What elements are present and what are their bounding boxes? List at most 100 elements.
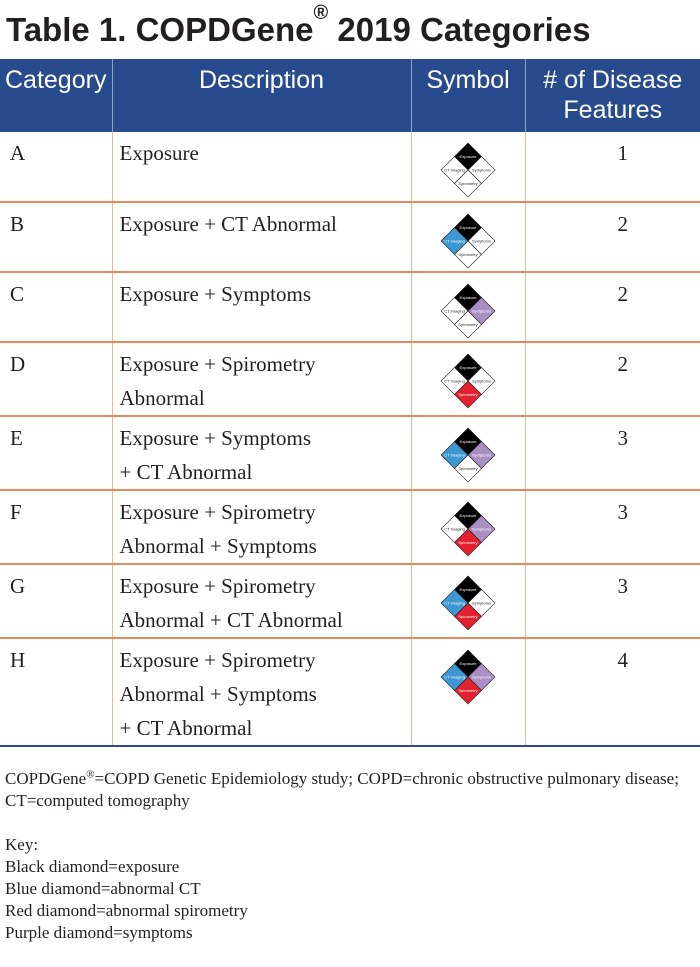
cell-category: C bbox=[0, 272, 113, 342]
spirometry-diamond-icon bbox=[454, 240, 482, 269]
cell-category: B bbox=[0, 202, 113, 272]
diamond-label-left: CT Imaging bbox=[444, 239, 465, 244]
diamond-label-top: Exposure bbox=[460, 295, 478, 300]
cell-features: 2 bbox=[617, 212, 629, 236]
note-registered-mark: ® bbox=[86, 768, 95, 781]
description-line: Exposure + CT Abnormal bbox=[119, 212, 337, 236]
description-line: Exposure bbox=[119, 141, 199, 165]
cell-description: Exposure + Symptoms + CT Abnormal bbox=[112, 416, 412, 490]
note-text: =COPD Genetic Epidemiology study; COPD=c… bbox=[5, 769, 679, 810]
spirometry-diamond-icon bbox=[454, 310, 482, 339]
description-line: Abnormal + Symptoms bbox=[119, 534, 317, 558]
diamond-label-bottom: Spirometry bbox=[458, 614, 477, 619]
diamond-label-top: Exposure bbox=[460, 154, 478, 159]
header-features-line1: # of Disease bbox=[543, 66, 683, 94]
header-features-line2: Features bbox=[563, 96, 663, 124]
diamond-label-top: Exposure bbox=[460, 661, 478, 666]
cell-features: 4 bbox=[617, 648, 629, 672]
cell-features: 3 bbox=[617, 574, 629, 598]
diamond-label-bottom: Spirometry bbox=[458, 181, 477, 186]
cell-description: Exposure bbox=[112, 132, 412, 202]
diamond-label-right: Symptoms bbox=[472, 239, 491, 244]
spirometry-diamond-icon bbox=[454, 169, 482, 198]
diamond-label-top: Exposure bbox=[460, 439, 478, 444]
key-item-spirometry: Red diamond=abnormal spirometry bbox=[5, 901, 248, 920]
cell-category: F bbox=[0, 490, 113, 564]
cell-features: 2 bbox=[617, 282, 629, 306]
diamond-label-left: CT Imaging bbox=[444, 379, 465, 384]
key-item-exposure: Black diamond=exposure bbox=[5, 857, 180, 876]
diamond-label-right: Symptoms bbox=[472, 309, 491, 314]
cell-description: Exposure + CT Abnormal bbox=[112, 202, 412, 272]
diamond-label-bottom: Spirometry bbox=[458, 392, 477, 397]
title-prefix: Table 1. COPDGene bbox=[6, 11, 314, 48]
title-suffix: 2019 Categories bbox=[328, 11, 591, 48]
description-line: Exposure + Spirometry bbox=[119, 352, 316, 376]
description-line: Abnormal + CT Abnormal bbox=[119, 608, 343, 632]
description-line: Exposure + Symptoms bbox=[119, 426, 312, 450]
categories-table: Category Description Symbol # of Disease… bbox=[0, 59, 700, 747]
diamond-label-left: CT Imaging bbox=[444, 309, 465, 314]
diamond-label-right: Symptoms bbox=[472, 379, 491, 384]
abbreviation-note: COPDGene®=COPD Genetic Epidemiology stud… bbox=[5, 768, 695, 812]
diamond-label-left: CT Imaging bbox=[444, 601, 465, 606]
diamond-label-right: Symptoms bbox=[472, 527, 491, 532]
description-line: + CT Abnormal bbox=[119, 460, 253, 484]
cell-features: 2 bbox=[617, 352, 629, 376]
key-item-symptoms: Purple diamond=symptoms bbox=[5, 923, 193, 942]
cell-features: 1 bbox=[617, 141, 629, 165]
table-header: Category Description Symbol # of Disease… bbox=[0, 59, 700, 132]
description-line: Exposure + Spirometry bbox=[119, 500, 316, 524]
spirometry-diamond-icon bbox=[454, 528, 482, 557]
cell-features: 3 bbox=[617, 426, 629, 450]
diamond-label-left: CT Imaging bbox=[444, 453, 465, 458]
spirometry-diamond-icon bbox=[454, 380, 482, 409]
diamond-label-left: CT Imaging bbox=[444, 675, 465, 680]
spirometry-diamond-icon bbox=[454, 602, 482, 631]
header-row: Category Description Symbol # of Disease… bbox=[0, 59, 700, 132]
cell-features: 3 bbox=[617, 500, 629, 524]
diamond-label-top: Exposure bbox=[460, 365, 478, 370]
diamond-label-top: Exposure bbox=[460, 225, 478, 230]
cell-category: H bbox=[0, 638, 113, 746]
description-line: Abnormal bbox=[119, 386, 205, 410]
note-prefix: COPDGene bbox=[5, 769, 87, 788]
cell-category: A bbox=[0, 132, 113, 202]
header-symbol: Symbol bbox=[411, 59, 526, 132]
header-category: Category bbox=[0, 59, 113, 132]
table-footer: COPDGene®=COPD Genetic Epidemiology stud… bbox=[5, 768, 695, 944]
description-line: + CT Abnormal bbox=[119, 716, 253, 740]
diamond-label-left: CT Imaging bbox=[444, 168, 465, 173]
diamond-label-left: CT Imaging bbox=[444, 527, 465, 532]
spirometry-diamond-icon bbox=[454, 676, 482, 705]
diamond-label-bottom: Spirometry bbox=[458, 466, 477, 471]
table-title: Table 1. COPDGene® 2019 Categories bbox=[6, 3, 700, 54]
diamond-label-right: Symptoms bbox=[472, 453, 491, 458]
key-title: Key: bbox=[5, 835, 39, 854]
